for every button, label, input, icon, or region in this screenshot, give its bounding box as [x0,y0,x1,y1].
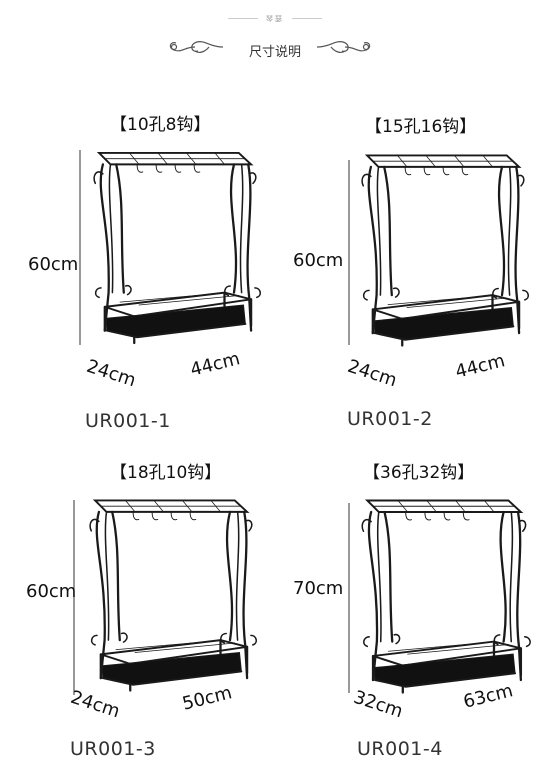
swirl-ornament-icon [169,41,224,53]
model-number: UR001-4 [357,738,443,760]
height-label: 70cm [293,578,344,599]
height-dimension-line [79,150,81,345]
product-title: 【36孔32钩】 [363,463,475,483]
umbrella-rack-illustration [360,154,530,347]
product-title: 【10孔8钩】 [110,115,211,135]
model-number: UR001-3 [70,738,156,760]
model-number: UR001-2 [347,408,433,430]
page-header: 琴瑟 尺寸说明 [0,8,550,68]
header-small-text: 琴瑟 [266,15,284,23]
product-card: 【36孔32钩】 70cm 32cm 63cm UR001-4 [275,388,550,776]
height-dimension-line [348,160,350,345]
product-title: 【18孔10钩】 [110,463,222,483]
header-title: 尺寸说明 [248,45,301,60]
divider [228,18,258,19]
height-label: 60cm [28,254,79,275]
product-card: 【10孔8钩】 60cm 24cm 44cm UR001-1 [0,0,275,432]
umbrella-rack-illustration [88,499,258,692]
umbrella-rack-illustration [92,151,262,345]
umbrella-rack-illustration [361,499,532,694]
model-number: UR001-1 [85,410,171,432]
height-dimension-line [73,500,75,695]
swirl-ornament-icon [316,41,371,53]
product-title: 【15孔16钩】 [365,117,477,137]
height-dimension-line [348,503,350,693]
height-label: 60cm [293,250,344,271]
height-label: 60cm [26,581,77,602]
divider [292,18,322,19]
product-card: 【15孔16钩】 60cm 24cm 44cm UR001-2 [275,0,550,430]
product-card: 【18孔10钩】 60cm 24cm 50cm UR001-3 [0,388,275,776]
